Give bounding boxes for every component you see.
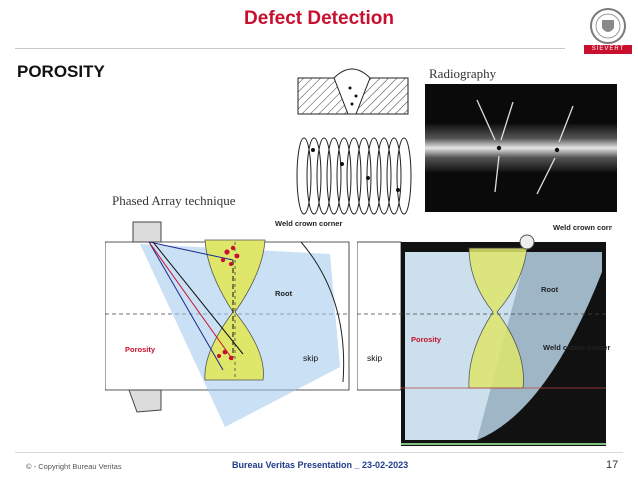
left-weld-crown-label: Weld crown corner bbox=[275, 219, 342, 228]
phased-array-diagram-left: Weld crown corner Root Porosity skip bbox=[105, 219, 350, 427]
weld-porosity-sketch bbox=[296, 68, 412, 215]
radiography-label: Radiography bbox=[429, 66, 497, 81]
footer-copyright: © - Copyright Bureau Veritas bbox=[26, 462, 122, 471]
left-skip-label: skip bbox=[303, 353, 318, 363]
left-porosity-label: Porosity bbox=[125, 345, 156, 354]
footer-presentation: Bureau Veritas Presentation _ 23-02-2023 bbox=[232, 460, 409, 470]
phased-array-label: Phased Array technique bbox=[112, 193, 236, 208]
right-root-label: Root bbox=[541, 285, 559, 294]
right-weld-crown-top-label: Weld crown corner bbox=[553, 223, 612, 232]
right-weld-crown-bottom-label: Weld crown corner bbox=[543, 343, 610, 352]
section-heading: POROSITY bbox=[17, 62, 105, 81]
left-root-label: Root bbox=[275, 289, 293, 298]
phased-array-diagram-right: Weld crown corner Root Porosity Weld cro… bbox=[357, 223, 612, 446]
header-divider bbox=[15, 48, 565, 49]
page-number: 17 bbox=[606, 459, 619, 471]
right-skip-label: skip bbox=[367, 353, 382, 363]
right-porosity-label: Porosity bbox=[411, 335, 442, 344]
footer-divider bbox=[15, 452, 623, 453]
logo-brand-bar: SIEVERT bbox=[584, 45, 632, 54]
radiography-image bbox=[425, 84, 617, 212]
slide-title: Defect Detection bbox=[244, 8, 394, 29]
bureau-veritas-logo bbox=[590, 8, 626, 44]
